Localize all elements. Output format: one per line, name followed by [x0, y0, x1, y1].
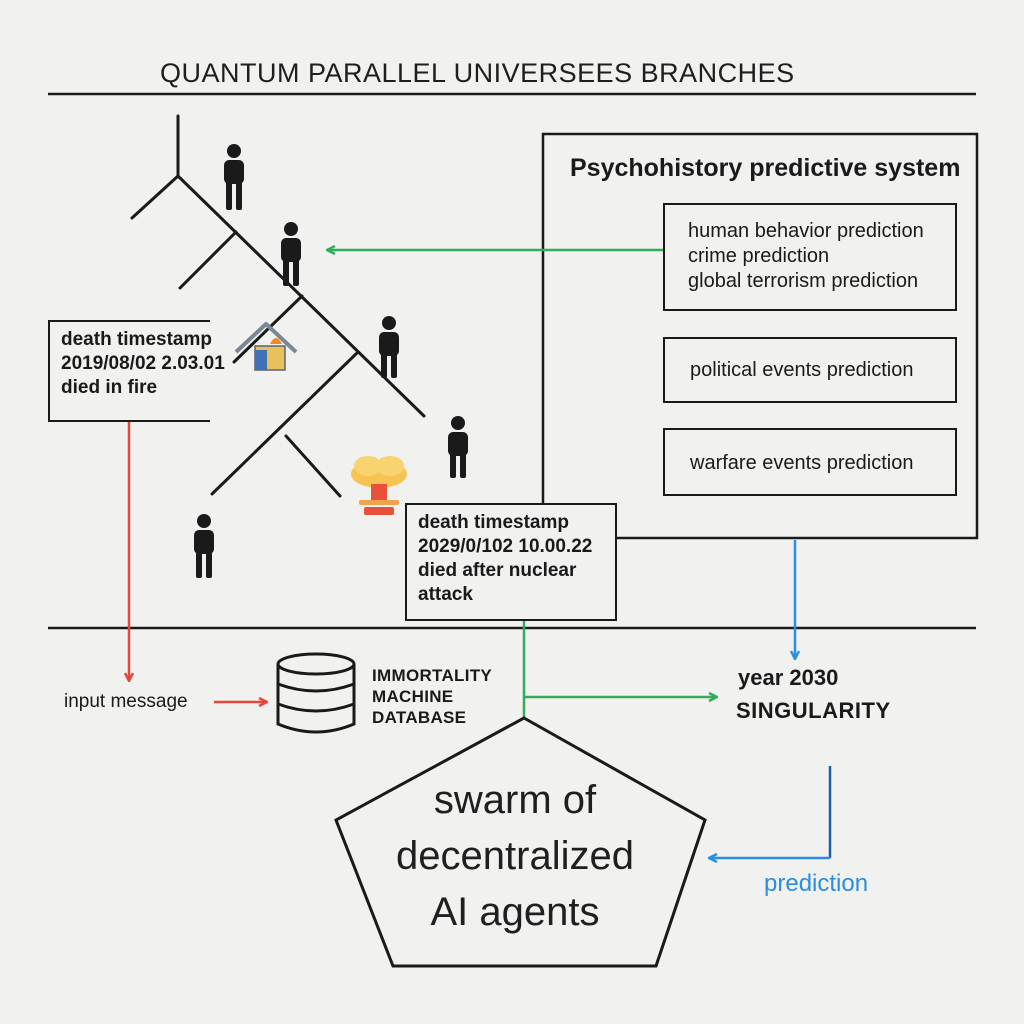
behavior-prediction-box: human behavior prediction crime predicti… — [663, 203, 957, 311]
prediction-label: prediction — [764, 870, 869, 897]
nuclear-explosion-icon — [351, 456, 407, 515]
death-timestamp-fire-box: death timestamp 2019/08/02 2.03.01 died … — [48, 320, 225, 422]
universe-branch-tree — [130, 114, 426, 498]
prediction-item: crime prediction — [688, 245, 830, 267]
fire-box-line3: died in fire — [61, 377, 158, 398]
political-prediction-box: political events prediction — [663, 337, 957, 403]
immortality-database-label: IMMORTALITY MACHINE DATABASE — [372, 665, 492, 728]
person-icon — [448, 416, 468, 478]
person-icon — [194, 514, 214, 578]
swarm-pentagon — [334, 716, 707, 968]
prediction-item: human behavior prediction — [688, 220, 924, 242]
page-title: QUANTUM PARALLEL UNIVERSEES BRANCHES — [160, 58, 795, 88]
person-icon — [281, 222, 301, 286]
fire-box-line2: 2019/08/02 2.03.01 — [61, 353, 225, 374]
swarm-line1: swarm of — [433, 778, 597, 822]
database-cylinder-icon — [276, 652, 356, 734]
singularity-year: year 2030 — [738, 665, 839, 690]
swarm-agents-label: swarm of decentralized AI agents — [340, 772, 690, 940]
person-icon — [224, 144, 244, 210]
nuclear-box-line3: died after nuclear — [418, 560, 577, 581]
death-timestamp-nuclear-box: death timestamp 2029/0/102 10.00.22 died… — [405, 503, 617, 621]
psychohistory-title: Psychohistory predictive system — [570, 154, 961, 182]
warfare-prediction-box: warfare events prediction — [663, 428, 957, 496]
prediction-item: political events prediction — [690, 359, 914, 381]
input-message-label: input message — [64, 691, 188, 712]
swarm-line3: AI agents — [430, 890, 600, 934]
swarm-line2: decentralized — [396, 834, 634, 878]
prediction-item: global terrorism prediction — [688, 270, 919, 292]
database-label-line3: DATABASE — [372, 708, 467, 727]
psychohistory-system-box — [541, 132, 979, 540]
burning-house-icon — [234, 322, 298, 371]
nuclear-box-line2: 2029/0/102 10.00.22 — [418, 536, 593, 557]
fire-box-line1: death timestamp — [61, 329, 212, 350]
nuclear-box-line1: death timestamp — [418, 512, 569, 533]
nuclear-box-line4: attack — [418, 584, 473, 605]
person-icon — [379, 316, 399, 378]
database-label-line1: IMMORTALITY — [372, 666, 493, 685]
singularity-label: SINGULARITY — [736, 698, 891, 723]
prediction-item: warfare events prediction — [690, 452, 914, 474]
database-label-line2: MACHINE — [372, 687, 454, 706]
